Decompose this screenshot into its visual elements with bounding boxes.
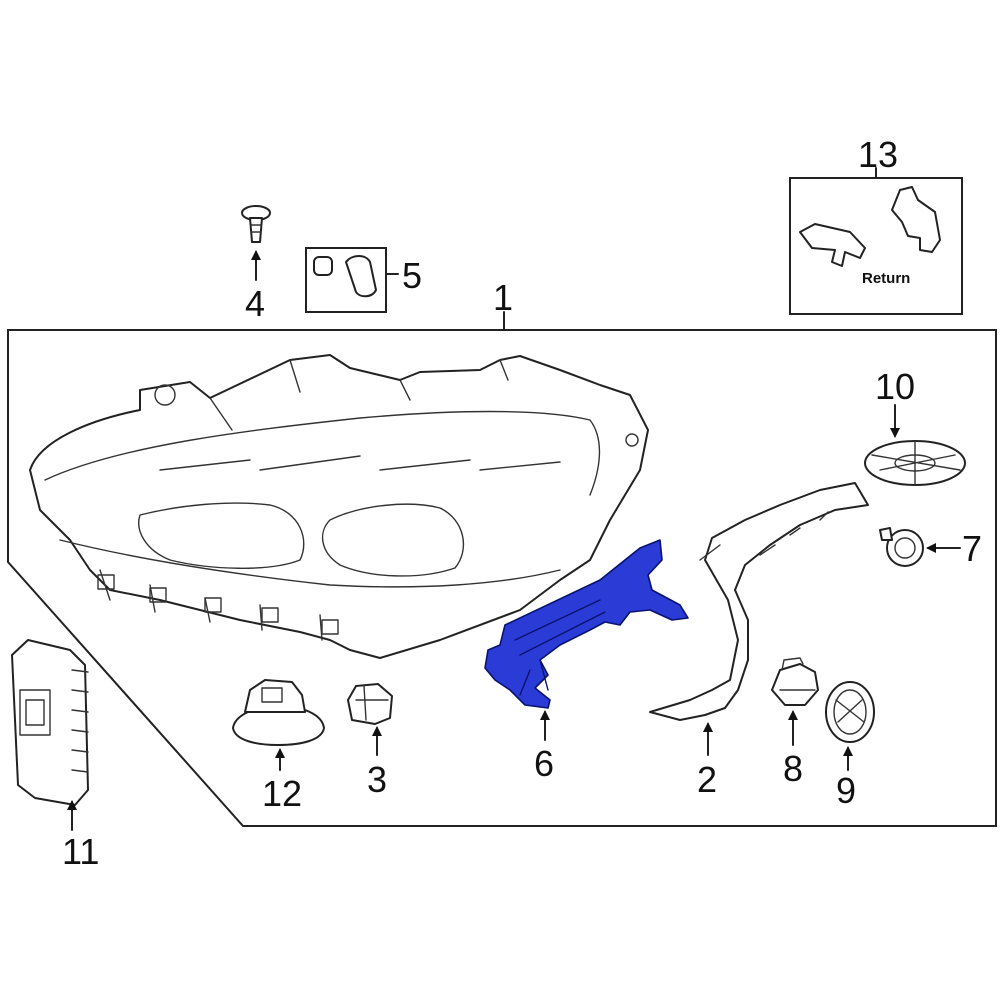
callout-number-13: 13 (858, 134, 898, 175)
return-box-part-13[interactable]: Return (789, 177, 963, 315)
return-label: Return (862, 270, 910, 287)
clip-part-3[interactable] (347, 683, 393, 725)
module-part-12[interactable] (232, 679, 325, 746)
callout-number-1: 1 (493, 277, 513, 318)
cap-part-9[interactable] (825, 681, 875, 743)
callout-number-2: 2 (697, 759, 717, 800)
callout-number-12: 12 (262, 773, 302, 814)
callout-number-8: 8 (783, 748, 803, 789)
callout-number-9: 9 (836, 770, 856, 811)
headlamp-assembly[interactable] (29, 354, 649, 659)
trim-part-2[interactable] (649, 482, 869, 721)
callout-number-4: 4 (245, 283, 265, 324)
bracket-part-6[interactable] (484, 539, 689, 709)
assembly-frame (7, 329, 997, 827)
callout-number-10: 10 (875, 366, 915, 407)
bulb-part-7[interactable] (879, 527, 924, 567)
callout-number-5: 5 (402, 255, 422, 296)
callout-number-6: 6 (534, 743, 554, 784)
control-module-part-11[interactable] (11, 639, 89, 806)
callout-number-3: 3 (367, 759, 387, 800)
cover-part-10[interactable] (864, 440, 966, 486)
callout-number-7: 7 (962, 528, 982, 569)
socket-part-8[interactable] (771, 657, 819, 706)
callout-number-11: 11 (62, 831, 99, 872)
bracket-highlight (484, 539, 689, 709)
screw-part-4[interactable] (241, 205, 271, 243)
bulbs-part-5[interactable] (305, 247, 387, 313)
